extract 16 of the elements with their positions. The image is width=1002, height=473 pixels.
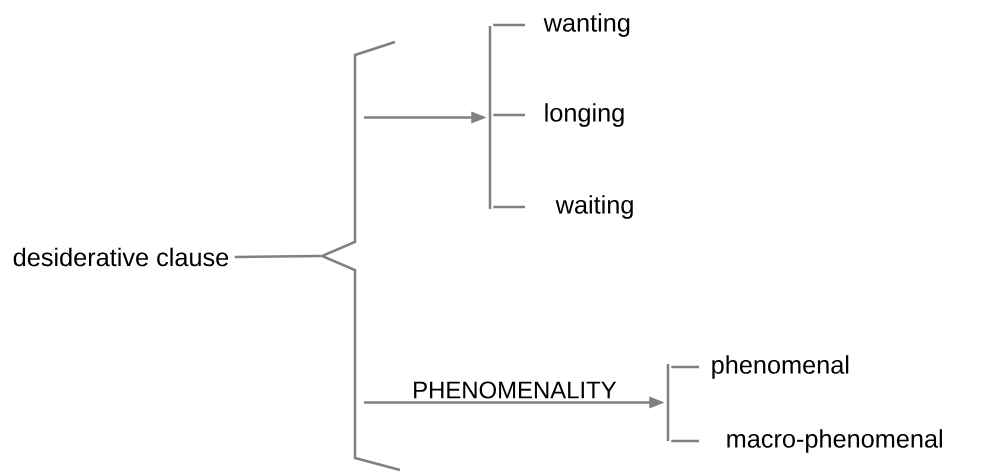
connector-line [493,113,525,117]
connector-line [234,254,321,259]
brace [318,40,401,472]
connector-line [493,205,526,209]
connector-line [671,365,699,369]
connector-line [493,23,525,27]
edge-label: PHENOMENALITY [414,381,617,399]
term-label: desiderative clause [13,247,229,267]
connector-line [671,439,699,443]
term-label: waiting [555,195,633,219]
term-label: macro-phenomenal [727,429,942,453]
term-label: longing [545,103,624,127]
bracket [666,364,670,441]
term-label: wanting [543,13,630,37]
term-label: phenomenal [712,355,849,379]
bracket [488,26,492,209]
